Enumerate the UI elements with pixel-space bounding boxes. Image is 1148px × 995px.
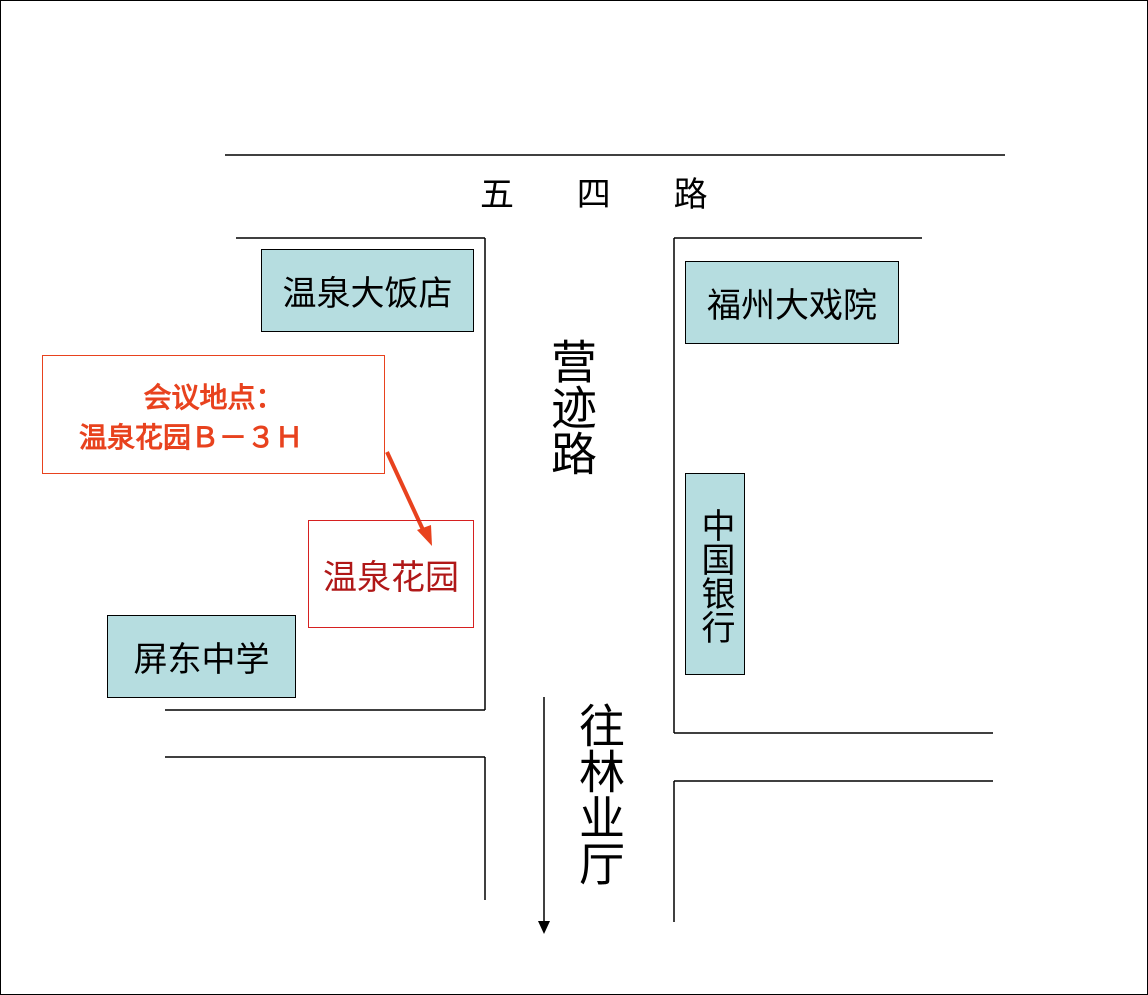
venue-title: 会议地点： [143, 381, 284, 414]
road-label-wusi: 五 四 路 [480, 175, 734, 215]
landmark-theater: 福州大戏院 [685, 261, 899, 344]
direction-label: 往林业厅 [572, 702, 626, 886]
road-label-yingji: 营迹路 [544, 338, 598, 476]
landmark-school: 屏东中学 [107, 615, 296, 698]
landmark-hotel: 温泉大饭店 [261, 249, 474, 332]
venue-address: 温泉花园Ｂ－３Ｈ [79, 421, 304, 454]
direction-arrow-head [538, 921, 550, 934]
venue-callout: 会议地点： 温泉花园Ｂ－３Ｈ [42, 355, 385, 474]
venue-pointer-arrowhead [417, 525, 432, 546]
venue-target-garden: 温泉花园 [308, 520, 474, 628]
venue-pointer-arrow [385, 451, 426, 533]
landmark-bank: 中国银行 [685, 473, 745, 675]
